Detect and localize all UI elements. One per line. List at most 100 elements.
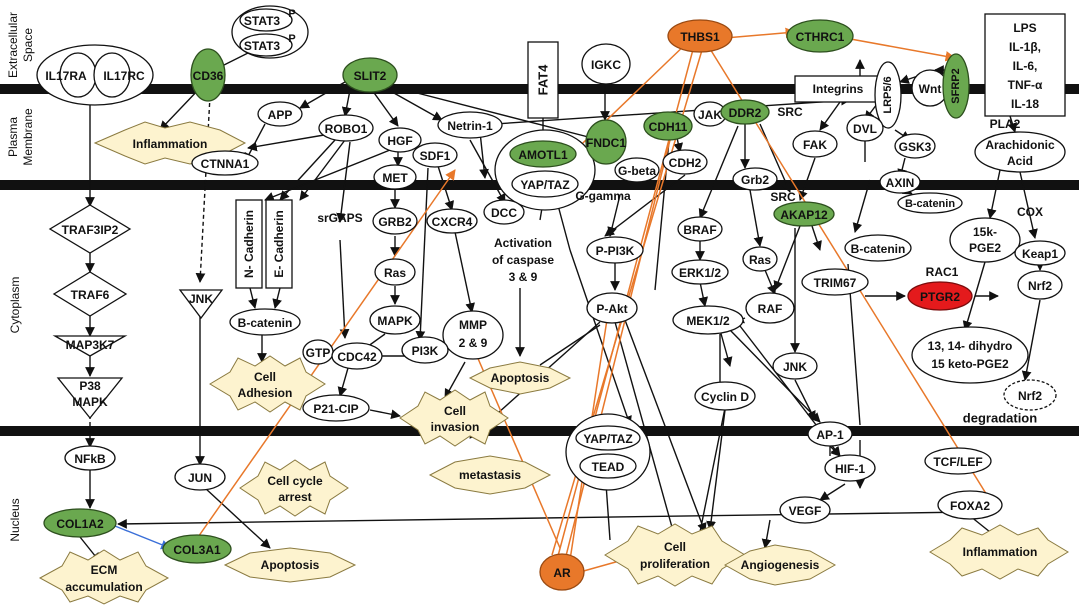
svg-text:TCF/LEF: TCF/LEF	[933, 455, 982, 469]
node-b-catenin-adhesion: B-catenin	[229, 308, 301, 336]
svg-text:CD36: CD36	[193, 69, 224, 83]
svg-text:JAK: JAK	[698, 108, 722, 122]
node-mek12: MEK1/2	[672, 305, 744, 335]
node-p-pi3k: P-PI3K	[586, 236, 644, 264]
svg-text:JNK: JNK	[189, 292, 213, 306]
svg-text:RAC1: RAC1	[926, 265, 959, 279]
zone-extracellular-1: Extracellular	[6, 12, 20, 78]
node-grb2-cytoplasm: GRB2	[372, 207, 418, 235]
svg-text:SLIT2: SLIT2	[354, 69, 387, 83]
label-degradation: degradation	[963, 411, 1037, 426]
svg-text:G-beta: G-beta	[618, 164, 656, 178]
svg-text:THBS1: THBS1	[680, 30, 720, 44]
node-n-cadherin: N- Cadherin	[235, 199, 263, 289]
lps-cytokine-box: LPS IL-1β, IL-6, TNF-α IL-18	[984, 13, 1066, 117]
node-amotl1: AMOTL1	[518, 148, 568, 162]
node-yap-taz-nucleus: YAP/TAZ	[583, 432, 632, 446]
process-apoptosis-nucleus: Apoptosis	[223, 547, 357, 583]
zone-extracellular-2: Space	[21, 28, 35, 62]
node-hgf: HGF	[378, 127, 422, 153]
node-col1a2: COL1A2	[43, 508, 117, 538]
node-gsk3: GSK3	[894, 133, 936, 159]
svg-text:Grb2: Grb2	[741, 173, 769, 187]
svg-text:SDF1: SDF1	[420, 149, 451, 163]
svg-text:PGE2: PGE2	[969, 241, 1001, 255]
svg-text:BRAF: BRAF	[683, 223, 716, 237]
node-fndc1: FNDC1	[585, 119, 627, 165]
node-e-cadherin: E- Cadherin	[265, 199, 293, 289]
node-hif1: HIF-1	[824, 454, 876, 482]
svg-text:TRAF6: TRAF6	[71, 288, 110, 302]
svg-text:invasion: invasion	[431, 420, 480, 434]
svg-text:FNDC1: FNDC1	[586, 136, 626, 150]
svg-text:N- Cadherin: N- Cadherin	[242, 210, 256, 278]
node-robo1: ROBO1	[318, 114, 374, 142]
zone-nucleus: Nucleus	[8, 498, 22, 541]
svg-text:SRC: SRC	[777, 105, 803, 119]
svg-text:P38: P38	[79, 379, 101, 393]
svg-text:ECM: ECM	[91, 563, 118, 577]
svg-text:NFkB: NFkB	[74, 452, 106, 466]
svg-text:CDH11: CDH11	[649, 120, 688, 134]
node-stat3-top: STAT3	[244, 14, 281, 28]
svg-text:GTP: GTP	[306, 346, 331, 360]
node-g-gamma: G-gamma	[575, 189, 631, 203]
process-cell-proliferation: Cell proliferation	[604, 523, 746, 587]
svg-text:Nrf2: Nrf2	[1028, 279, 1052, 293]
node-met: MET	[373, 164, 417, 190]
svg-text:GSK3: GSK3	[899, 140, 932, 154]
svg-text:Arachidonic: Arachidonic	[985, 138, 1055, 152]
node-ctnna1: CTNNA1	[191, 150, 259, 176]
edges	[79, 27, 1045, 573]
node-col3a1: COL3A1	[162, 534, 232, 564]
node-cdc42: CDC42	[331, 342, 383, 370]
process-angiogenesis: Angiogenesis	[723, 544, 837, 586]
svg-text:arrest: arrest	[278, 490, 311, 504]
process-ecm-accumulation: ECM accumulation	[38, 549, 170, 605]
node-cd36: CD36	[190, 48, 226, 102]
node-mapk: MAPK	[369, 305, 421, 335]
svg-text:HIF-1: HIF-1	[835, 462, 865, 476]
svg-text:MEK1/2: MEK1/2	[686, 314, 730, 328]
node-integrins: Integrins	[794, 75, 882, 103]
node-igkc: IGKC	[581, 43, 631, 85]
svg-text:FAK: FAK	[803, 138, 827, 152]
svg-text:LRP5/6: LRP5/6	[882, 76, 894, 113]
amotl1-yap-complex: AMOTL1 YAP/TAZ	[494, 129, 596, 211]
node-fat4: FAT4	[527, 41, 559, 119]
node-p21-cip: P21-CIP	[302, 394, 370, 422]
il6-label: IL-6,	[1013, 59, 1038, 73]
process-inflammation-nucleus: Inflammation	[929, 524, 1069, 580]
node-traf6: TRAF6	[52, 271, 128, 317]
svg-text:PLA2: PLA2	[990, 117, 1021, 131]
node-sfrp2: SFRP2	[942, 53, 970, 119]
node-ras-right: Ras	[742, 246, 778, 272]
svg-text:AR: AR	[553, 566, 571, 580]
node-cxcr4: CXCR4	[426, 208, 478, 234]
svg-text:COL3A1: COL3A1	[173, 543, 221, 557]
node-jak: JAK	[693, 101, 727, 127]
phospho-mark-top: P	[288, 8, 295, 20]
stat3-complex: STAT3 STAT3 P P	[231, 5, 309, 59]
svg-text:MET: MET	[382, 171, 408, 185]
svg-text:ROBO1: ROBO1	[325, 122, 368, 136]
svg-text:Wnt: Wnt	[919, 82, 942, 96]
node-keap1: Keap1	[1014, 240, 1066, 266]
svg-text:GRB2: GRB2	[378, 215, 412, 229]
svg-text:FAT4: FAT4	[536, 64, 551, 96]
node-gtp: GTP	[302, 339, 334, 365]
node-grb2-membrane: Grb2	[732, 167, 778, 191]
process-cell-adhesion: Cell Adhesion	[209, 355, 326, 413]
il17-receptor-complex: IL17RA IL17RC	[36, 44, 154, 106]
svg-text:MAPK: MAPK	[377, 314, 413, 328]
svg-text:srGAPS: srGAPS	[317, 211, 362, 225]
svg-text:AKAP12: AKAP12	[780, 208, 828, 222]
zone-labels: Extracellular Space Plasma Membrane Cyto…	[6, 12, 35, 542]
svg-text:P-PI3K: P-PI3K	[596, 244, 635, 258]
svg-text:Cell cycle: Cell cycle	[267, 474, 323, 488]
svg-text:CDC42: CDC42	[337, 350, 377, 364]
svg-text:Inflammation: Inflammation	[133, 137, 208, 151]
svg-text:13, 14- dihydro: 13, 14- dihydro	[928, 339, 1013, 353]
node-traf3ip2: TRAF3IP2	[48, 204, 132, 254]
